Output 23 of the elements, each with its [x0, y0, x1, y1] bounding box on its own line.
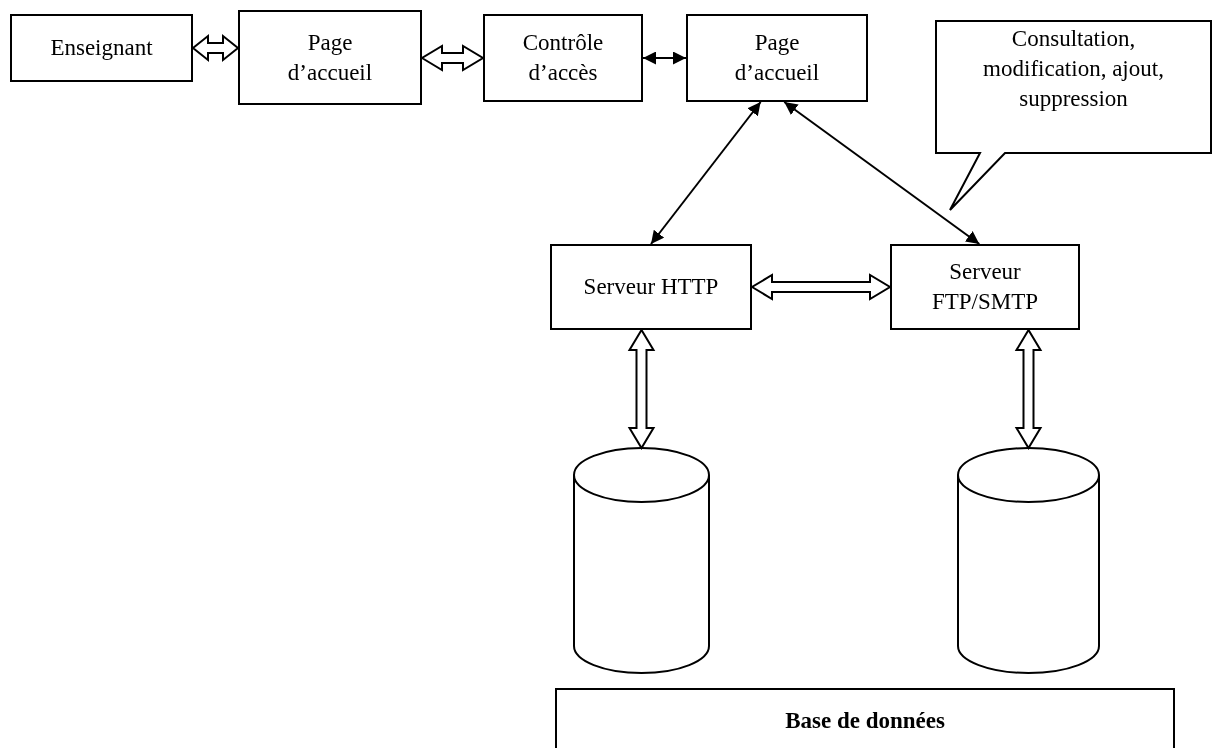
node-label: Enseignant — [50, 34, 153, 63]
server-box — [890, 244, 1080, 330]
node-label: Serveur HTTP — [582, 273, 720, 302]
node-label: Page d’accueil — [733, 29, 821, 87]
double-arrow — [750, 273, 892, 301]
process-box — [483, 14, 643, 102]
database-box — [555, 688, 1175, 748]
double-arrow — [1014, 328, 1043, 450]
actor-box — [10, 14, 193, 82]
node-label: Consultation, modification, ajout, suppression — [982, 25, 1165, 113]
node-label: Contrôle d’accès — [521, 29, 605, 87]
double-arrow — [783, 101, 981, 245]
node-label: Serveur FTP/SMTP — [930, 258, 1040, 316]
node-label: Base de données — [785, 707, 945, 735]
node-label: Page d’accueil — [286, 28, 374, 87]
server-box — [550, 244, 752, 330]
page-box — [238, 10, 422, 105]
double-arrow — [420, 44, 485, 72]
double-arrow — [627, 328, 656, 450]
page-box — [686, 14, 868, 102]
double-arrow — [650, 101, 762, 245]
double-arrow — [642, 51, 687, 65]
double-arrow — [191, 33, 240, 63]
